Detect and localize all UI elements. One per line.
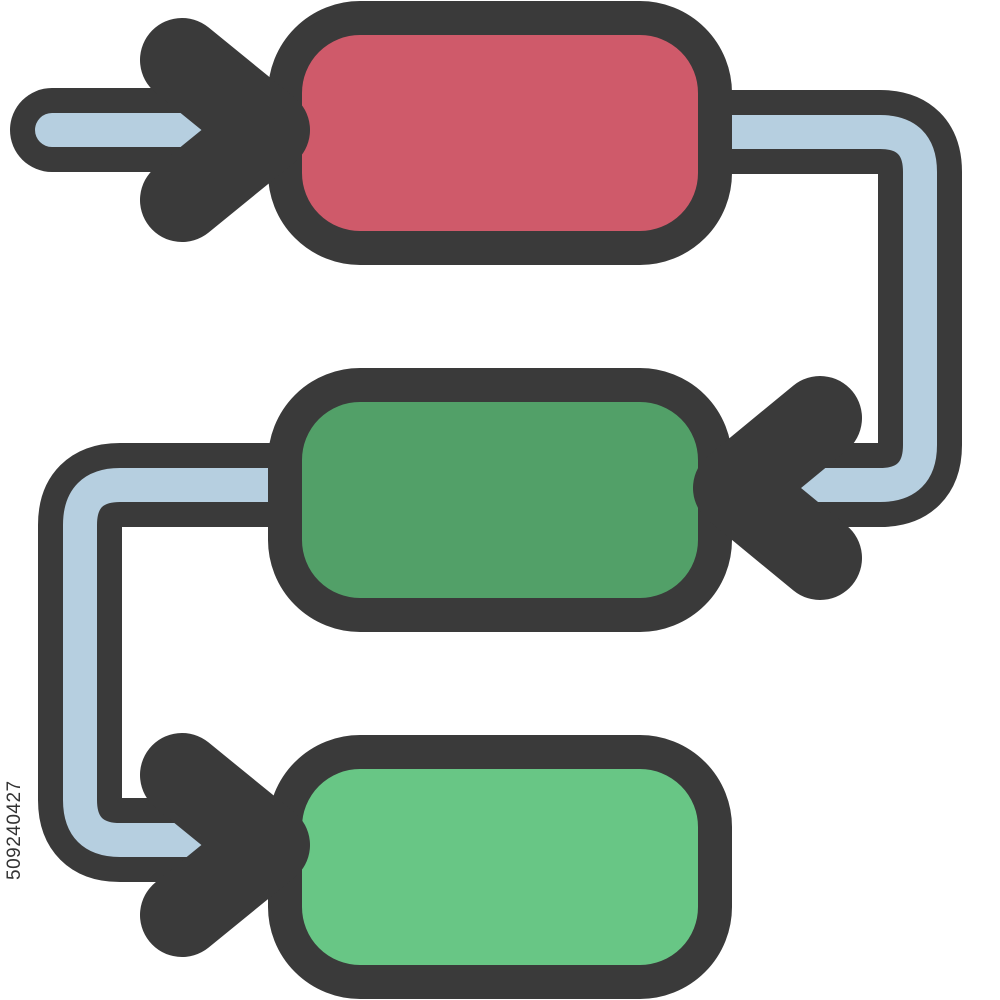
process-box-step-2	[268, 368, 732, 632]
arrowhead-outline	[693, 376, 862, 600]
connector-1-2	[673, 90, 962, 527]
stock-id-watermark: 509240427	[4, 780, 25, 880]
arrowhead-outline	[140, 18, 310, 242]
process-box-step-3	[268, 735, 732, 999]
arrowhead-outline	[140, 733, 310, 957]
process-box-step-1	[268, 1, 732, 265]
connector-2-3	[38, 443, 327, 882]
